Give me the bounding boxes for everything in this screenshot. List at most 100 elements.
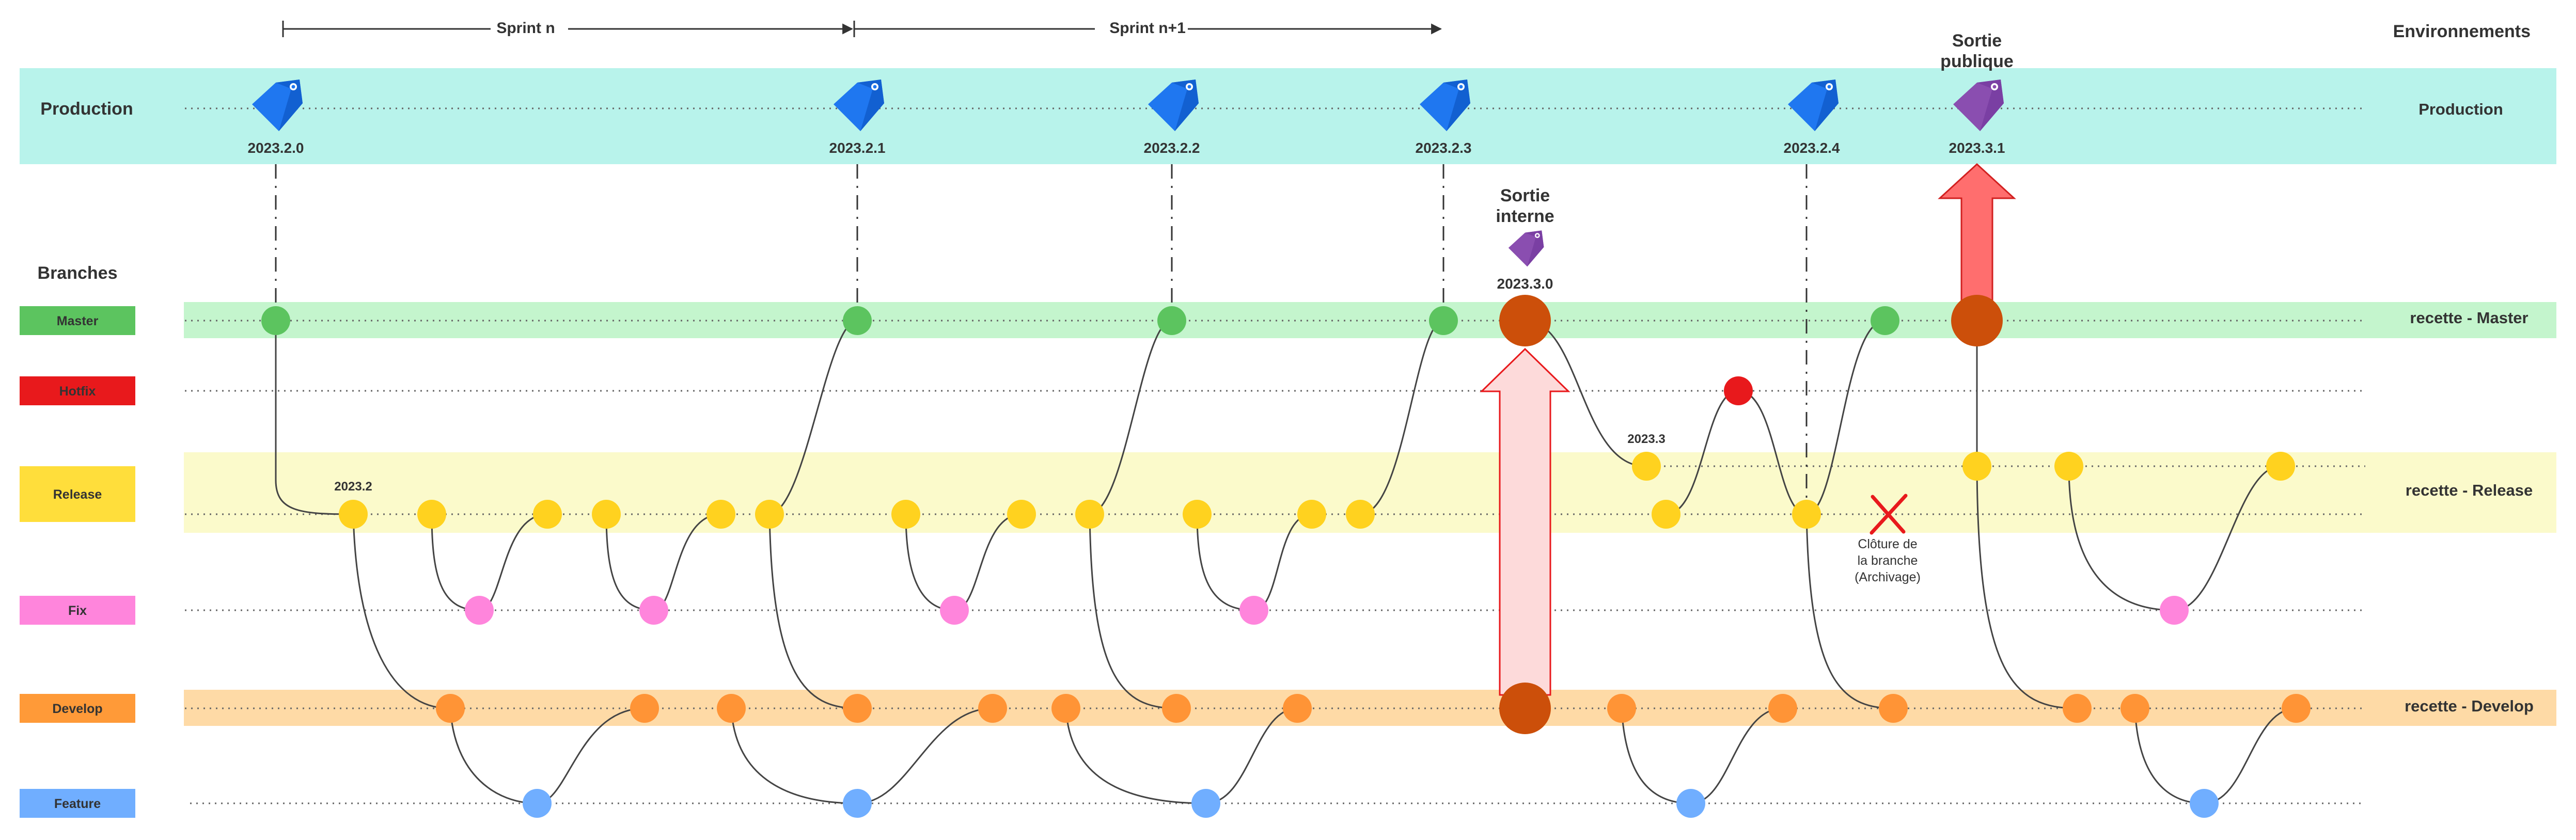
- commit-dot: [1297, 500, 1326, 529]
- commit-dot: [1871, 306, 1899, 335]
- commit-dot: [1183, 500, 1212, 529]
- sortie-publique-label-2: publique: [1940, 52, 2014, 71]
- recette-release-label: recette - Release: [2406, 481, 2533, 499]
- commit-dot: [1632, 452, 1661, 481]
- commit-dot: [630, 694, 659, 723]
- legend-release-label: Release: [53, 487, 102, 502]
- tag-version-label: 2023.2.0: [248, 140, 304, 156]
- production-label-right: Production: [2418, 100, 2503, 118]
- internal-release-develop-dot: [1499, 683, 1551, 734]
- fix-commits: [465, 596, 2189, 625]
- recette-master-label: recette - Master: [2410, 309, 2528, 327]
- commit-dot: [2063, 694, 2092, 723]
- sprint-n1-label: Sprint n+1: [1109, 20, 1186, 37]
- close-icon: [1870, 494, 1908, 535]
- hotfix-commit-dot: [1724, 376, 1753, 405]
- public-release-arrow: [1938, 163, 2016, 310]
- cloture-label-1: Clôture de: [1858, 537, 1917, 551]
- commit-dot: [592, 500, 621, 529]
- commit-dot: [891, 500, 920, 529]
- commit-dot: [339, 500, 368, 529]
- commit-dot: [755, 500, 784, 529]
- commit-dot: [533, 500, 562, 529]
- legend-hotfix-box: [20, 376, 135, 405]
- commit-dot: [1051, 694, 1080, 723]
- commit-dot: [1075, 500, 1104, 529]
- commit-dot: [843, 789, 872, 818]
- legend-master-box: [20, 306, 135, 335]
- sprint-n-label: Sprint n: [496, 20, 555, 37]
- commit-dot: [417, 500, 446, 529]
- environments-heading: Environnements: [2393, 22, 2531, 41]
- branches-heading: Branches: [38, 263, 118, 283]
- cloture-label-2: la branche: [1858, 553, 1918, 568]
- internal-tag-version-label: 2023.3.0: [1497, 276, 1553, 292]
- branch-legend: Master Hotfix Release Fix Develop Featur…: [20, 306, 135, 818]
- commit-dot: [1607, 694, 1636, 723]
- sortie-interne-label-1: Sortie: [1500, 186, 1550, 205]
- tag-version-label: 2023.2.2: [1144, 140, 1200, 156]
- commit-dot: [843, 306, 872, 335]
- feature-commits: [523, 789, 2219, 818]
- legend-feature-label: Feature: [54, 797, 101, 811]
- commit-dot: [706, 500, 735, 529]
- commit-dot: [1962, 452, 1991, 481]
- legend-develop-box: [20, 694, 135, 723]
- commit-dot: [843, 694, 872, 723]
- commit-dot: [465, 596, 494, 625]
- commit-dot: [2282, 694, 2311, 723]
- tag-version-label: 2023.2.1: [829, 140, 886, 156]
- internal-release-master-dot: [1499, 295, 1551, 346]
- legend-feature-box: [20, 789, 135, 818]
- legend-release-box: [20, 466, 135, 522]
- cloture-label-3: (Archivage): [1855, 570, 1921, 584]
- commit-dot: [639, 596, 668, 625]
- tag-icon: [1508, 230, 1544, 267]
- release-commits: [339, 452, 2295, 529]
- legend-fix-label: Fix: [68, 604, 87, 618]
- master-commits: [261, 306, 1899, 335]
- commit-dot: [1283, 694, 1312, 723]
- commit-dot: [1007, 500, 1036, 529]
- release-branch-label-2023-3: 2023.3: [1627, 432, 1665, 446]
- production-label-left: Production: [40, 99, 133, 119]
- develop-commits: [436, 694, 2311, 723]
- commit-dot: [2121, 694, 2149, 723]
- commit-dot: [1879, 694, 1908, 723]
- tag-version-label: 2023.2.4: [1784, 140, 1840, 156]
- tag-version-label: 2023.3.1: [1949, 140, 2005, 156]
- commit-dot: [2054, 452, 2083, 481]
- legend-hotfix-label: Hotfix: [59, 384, 96, 399]
- commit-dot: [523, 789, 552, 818]
- commit-dot: [1676, 789, 1705, 818]
- commit-dot: [1191, 789, 1220, 818]
- legend-master-label: Master: [57, 314, 99, 328]
- legend-develop-label: Develop: [52, 702, 102, 716]
- commit-dot: [978, 694, 1007, 723]
- tag-version-label: 2023.2.3: [1416, 140, 1472, 156]
- public-release-master-dot: [1951, 295, 2003, 346]
- release-branch-label-2023-2: 2023.2: [334, 480, 372, 494]
- commit-dot: [940, 596, 969, 625]
- commit-dot: [436, 694, 465, 723]
- commit-dot: [1652, 500, 1680, 529]
- commit-dot: [1157, 306, 1186, 335]
- sortie-publique-label-1: Sortie: [1952, 31, 2002, 51]
- recette-develop-label: recette - Develop: [2405, 697, 2534, 715]
- commit-dot: [1429, 306, 1458, 335]
- production-band: [20, 68, 2556, 164]
- commit-connectors: [275, 320, 2297, 804]
- commit-dot: [1346, 500, 1375, 529]
- sortie-interne-label-2: interne: [1496, 207, 1554, 226]
- commit-dot: [1792, 500, 1821, 529]
- commit-dot: [2190, 789, 2219, 818]
- commit-dot: [1239, 596, 1268, 625]
- commit-dot: [717, 694, 746, 723]
- legend-fix-box: [20, 596, 135, 625]
- commit-dot: [2160, 596, 2189, 625]
- commit-dot: [1768, 694, 1797, 723]
- commit-dot: [1162, 694, 1191, 723]
- internal-release-arrow: [1480, 347, 1570, 696]
- commit-dot: [2266, 452, 2295, 481]
